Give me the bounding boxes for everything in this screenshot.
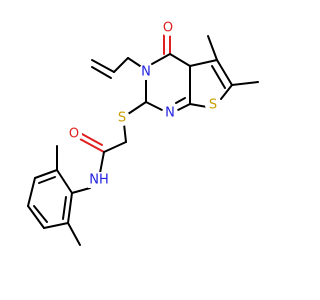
bond-c5-c6-double <box>211 65 226 89</box>
ketone-oxygen-atom: O <box>160 20 176 36</box>
ring-nitrogen-n3-atom: N <box>138 64 154 80</box>
bond-ar-5 <box>43 222 69 229</box>
bond-s-c7a <box>189 103 208 108</box>
thioether-sulfur-label: S <box>118 111 126 126</box>
thiophene-sulfur-atom: S <box>205 97 221 113</box>
bond-c6-s <box>220 84 233 100</box>
bond-s-ch2 <box>123 123 127 143</box>
bond-carbonyl-o <box>79 138 105 153</box>
chemical-structure: O N N S S O NH <box>27 20 259 246</box>
bond-c5-c6 <box>216 59 233 86</box>
bond-c4-c4a <box>169 53 191 67</box>
bond-ar-1 <box>56 169 73 194</box>
bond-allyl-double-inner <box>91 66 112 79</box>
bond-allyl-single <box>113 57 129 73</box>
bond-carbonyl-o-double <box>81 133 103 146</box>
ketone-oxygen-label: O <box>163 21 173 36</box>
bond-c6-methyl <box>231 81 259 86</box>
ring-nitrogen-n1-atom: N <box>162 105 178 121</box>
thiophene-sulfur-label: S <box>209 98 217 113</box>
bond-ar-3 <box>27 177 36 207</box>
amide-nh-label: NH <box>89 173 109 188</box>
bond-n1-c2 <box>145 101 163 111</box>
bond-n-aryl <box>71 187 91 194</box>
thioether-sulfur-atom: S <box>114 110 130 126</box>
bond-ch2-carbonyl <box>103 141 127 153</box>
ring-nitrogen-n1-label: N <box>165 106 175 121</box>
bond-ar-6-inner <box>62 196 67 220</box>
bond-n3-c4 <box>151 53 171 65</box>
bond-ar-2-inner <box>38 176 56 184</box>
atom-label-layer: O N N S S O NH <box>66 20 221 188</box>
bond-c4a-c5 <box>189 59 218 67</box>
bond-c2-s <box>127 101 147 115</box>
amide-oxygen-atom: O <box>66 126 82 142</box>
bond-ar-4 <box>27 205 45 229</box>
bond-ar-6 <box>67 192 73 224</box>
bond-layer <box>27 33 259 246</box>
bond-ar-2 <box>34 169 58 179</box>
bond-c7a-n1 <box>177 103 191 111</box>
amide-nh-atom: NH <box>88 172 110 188</box>
ring-nitrogen-n3-label: N <box>141 65 151 80</box>
bond-ar-4-inner <box>33 205 48 223</box>
bond-carbonyl-n <box>99 151 105 174</box>
bond-allyl-double <box>91 59 115 73</box>
bond-c5-methyl <box>207 35 218 61</box>
bond-meta-methyl <box>67 222 81 246</box>
amide-oxygen-label: O <box>69 127 79 142</box>
bond-c7a-n1-double <box>175 97 186 104</box>
